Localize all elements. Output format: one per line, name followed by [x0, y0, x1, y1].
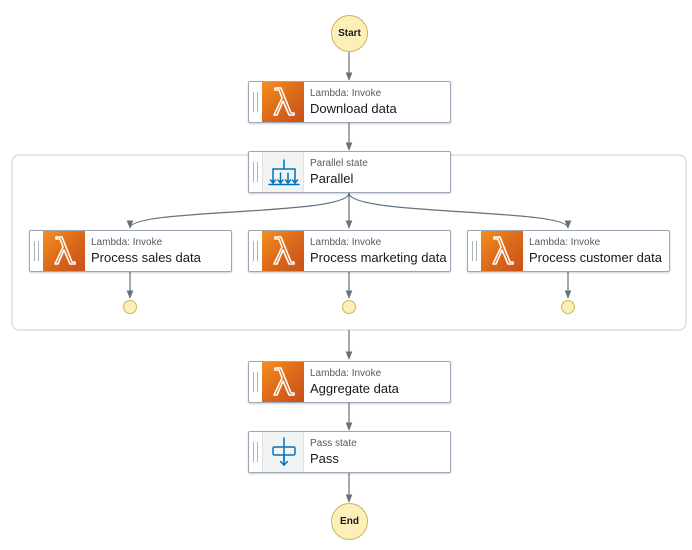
- drag-handle[interactable]: [34, 241, 39, 261]
- lambda-icon: [262, 82, 304, 122]
- node-type: Parallel state: [310, 158, 368, 169]
- node-label: Process customer data: [529, 250, 662, 265]
- start-node[interactable]: Start: [331, 15, 368, 52]
- branch-end-marker-customer: [561, 300, 575, 314]
- node-type: Lambda: Invoke: [310, 368, 382, 379]
- node-process-customer-data[interactable]: Lambda: Invoke Process customer data: [467, 230, 670, 272]
- node-pass[interactable]: Pass state Pass: [248, 431, 451, 473]
- lambda-icon: [481, 231, 523, 271]
- node-label: Process marketing data: [310, 250, 447, 265]
- drag-handle[interactable]: [472, 241, 477, 261]
- node-aggregate-data[interactable]: Lambda: Invoke Aggregate data: [248, 361, 451, 403]
- node-label: Download data: [310, 101, 397, 116]
- drag-handle[interactable]: [253, 372, 258, 392]
- lambda-icon: [262, 362, 304, 402]
- parallel-branch-icon: [262, 152, 304, 192]
- drag-handle[interactable]: [253, 92, 258, 112]
- node-type: Lambda: Invoke: [310, 237, 382, 248]
- branch-end-marker-sales: [123, 300, 137, 314]
- end-node[interactable]: End: [331, 503, 368, 540]
- node-label: Aggregate data: [310, 381, 399, 396]
- node-type: Lambda: Invoke: [529, 237, 601, 248]
- branch-end-marker-marketing: [342, 300, 356, 314]
- node-label: Process sales data: [91, 250, 201, 265]
- node-process-marketing-data[interactable]: Lambda: Invoke Process marketing data: [248, 230, 451, 272]
- node-download-data[interactable]: Lambda: Invoke Download data: [248, 81, 451, 123]
- lambda-icon: [43, 231, 85, 271]
- node-type: Lambda: Invoke: [310, 88, 382, 99]
- start-label: Start: [338, 28, 361, 39]
- drag-handle[interactable]: [253, 162, 258, 182]
- node-label: Pass: [310, 451, 339, 466]
- edge-parallel-customer: [348, 192, 572, 229]
- edge-parallel-sales: [126, 192, 350, 229]
- end-label: End: [340, 516, 359, 527]
- drag-handle[interactable]: [253, 442, 258, 462]
- node-type: Pass state: [310, 438, 357, 449]
- node-type: Lambda: Invoke: [91, 237, 163, 248]
- pass-state-icon: [262, 432, 304, 472]
- drag-handle[interactable]: [253, 241, 258, 261]
- node-process-sales-data[interactable]: Lambda: Invoke Process sales data: [29, 230, 232, 272]
- node-parallel[interactable]: Parallel state Parallel: [248, 151, 451, 193]
- lambda-icon: [262, 231, 304, 271]
- node-label: Parallel: [310, 171, 354, 186]
